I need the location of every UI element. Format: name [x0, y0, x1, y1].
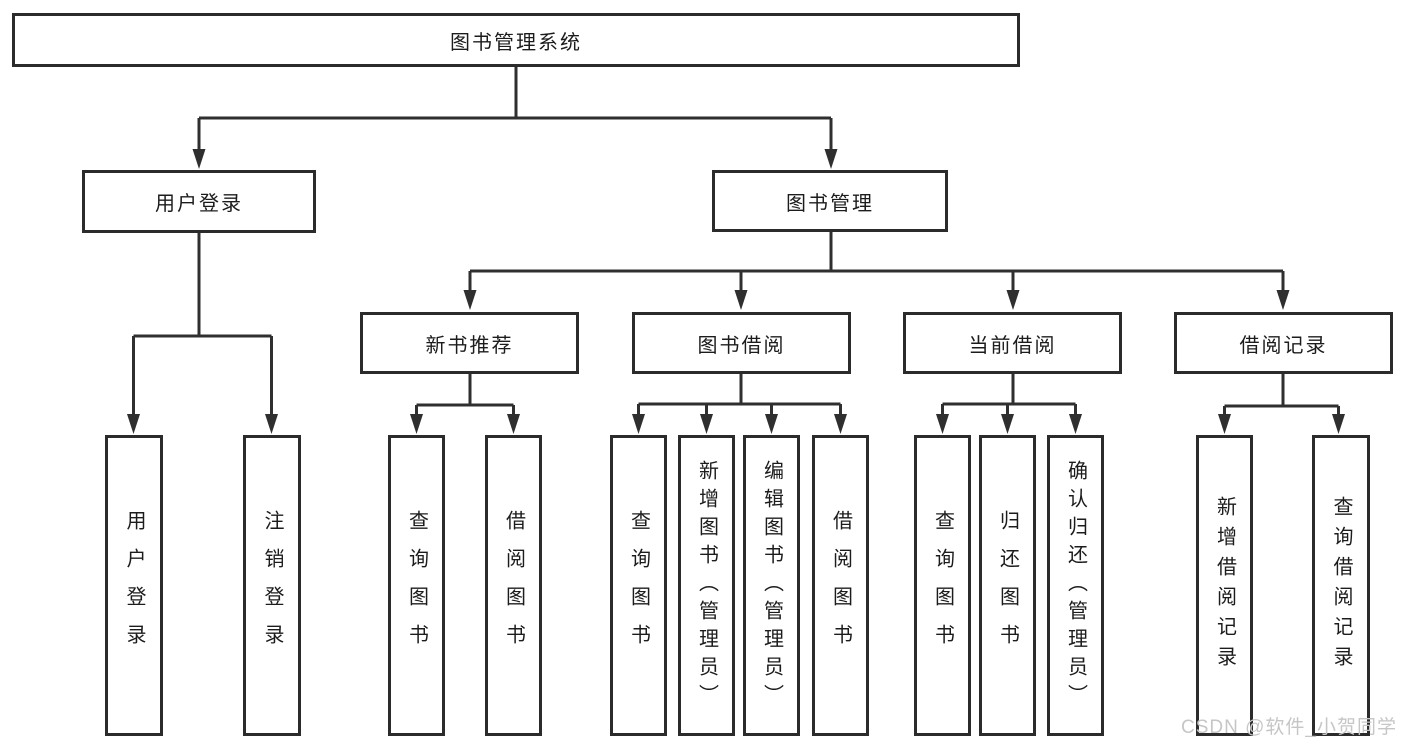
- node-book-borrowing-label: 图书借阅: [697, 334, 786, 357]
- leaf-confirm-return-admin: 确认归还（管理员）: [1047, 435, 1104, 736]
- leaf-borrow-books: 借阅图书: [812, 435, 869, 736]
- leaf-add-book-admin: 新增图书（管理员）: [678, 435, 735, 736]
- node-user-login-branch: 用户登录: [82, 170, 316, 233]
- leaf-query-borrow-record-label: 查询借阅记录: [1330, 495, 1352, 676]
- leaf-query-books-current-label: 查询图书: [931, 509, 954, 662]
- leaf-return-book-label: 归还图书: [996, 509, 1019, 662]
- leaf-confirm-return-admin-label: 确认归还（管理员）: [1064, 459, 1087, 712]
- node-current-borrowing: 当前借阅: [903, 312, 1122, 374]
- node-borrow-records-label: 借阅记录: [1239, 334, 1328, 357]
- node-current-borrowing-label: 当前借阅: [968, 334, 1057, 357]
- leaf-add-borrow-record-label: 新增借阅记录: [1213, 495, 1236, 676]
- leaf-borrow-books-recommend-label: 借阅图书: [502, 509, 525, 662]
- leaf-edit-book-admin: 编辑图书（管理员）: [743, 435, 800, 736]
- node-root-label: 图书管理系统: [450, 31, 582, 54]
- node-user-login-branch-label: 用户登录: [155, 193, 243, 215]
- leaf-query-books-recommend-label: 查询图书: [405, 509, 428, 662]
- node-book-management-label: 图书管理: [786, 192, 874, 215]
- leaf-add-book-admin-label: 新增图书（管理员）: [695, 459, 718, 712]
- leaf-borrow-books-recommend: 借阅图书: [485, 435, 542, 736]
- leaf-query-borrow-record: 查询借阅记录: [1312, 435, 1370, 736]
- leaf-add-borrow-record: 新增借阅记录: [1196, 435, 1253, 736]
- leaf-query-books-borrowing-label: 查询图书: [627, 509, 650, 662]
- leaf-query-books-recommend: 查询图书: [388, 435, 445, 736]
- leaf-user-login-label: 用户登录: [123, 509, 145, 662]
- leaf-return-book: 归还图书: [979, 435, 1036, 736]
- node-root: 图书管理系统: [12, 13, 1020, 67]
- leaf-logout: 注销登录: [243, 435, 301, 736]
- node-new-book-recommend-label: 新书推荐: [425, 334, 514, 357]
- node-borrow-records: 借阅记录: [1174, 312, 1393, 374]
- leaf-query-books-current: 查询图书: [914, 435, 971, 736]
- leaf-edit-book-admin-label: 编辑图书（管理员）: [760, 459, 783, 712]
- leaf-user-login: 用户登录: [105, 435, 163, 736]
- node-new-book-recommend: 新书推荐: [360, 312, 579, 374]
- node-book-borrowing: 图书借阅: [632, 312, 851, 374]
- csdn-watermark: CSDN @软件_小贺同学: [1181, 717, 1397, 738]
- node-book-management: 图书管理: [712, 170, 948, 232]
- leaf-query-books-borrowing: 查询图书: [610, 435, 667, 736]
- leaf-borrow-books-label: 借阅图书: [829, 509, 852, 662]
- leaf-logout-label: 注销登录: [261, 509, 283, 662]
